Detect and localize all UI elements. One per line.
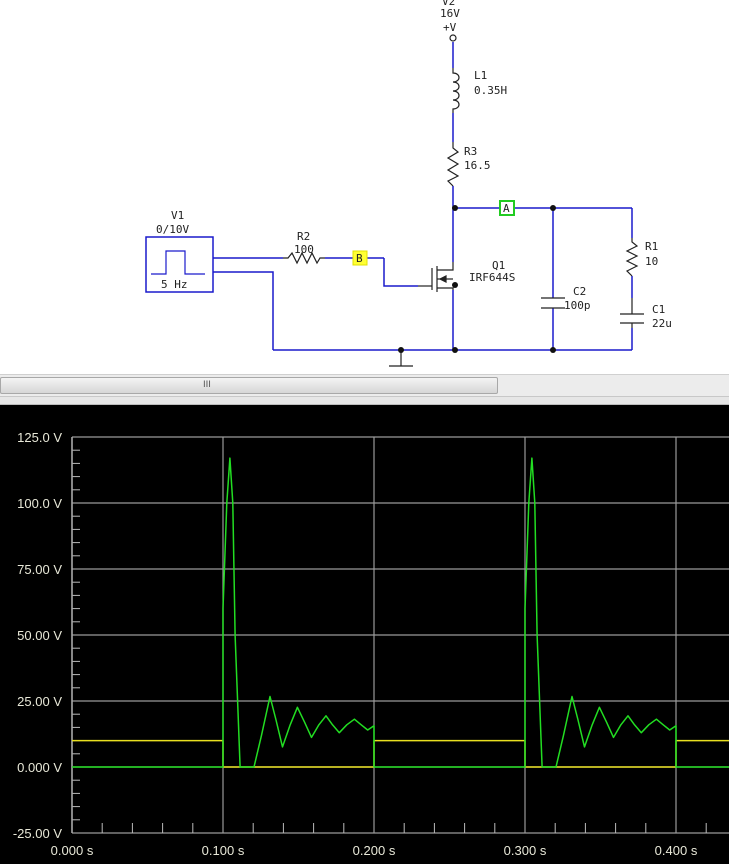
waveform-chart: 125.0 V 100.0 V 75.00 V 50.00 V 25.00 V 0.000… xyxy=(13,430,729,858)
x-tick-label: 0.400 s xyxy=(655,843,698,858)
pane-splitter[interactable] xyxy=(0,396,729,405)
scrollbar-thumb[interactable]: III xyxy=(0,377,498,394)
scrollbar-grip: III xyxy=(203,380,211,390)
y-tick-label: -25.00 V xyxy=(13,826,62,841)
c1-name: C1 xyxy=(652,303,665,316)
y-tick-label: 0.000 V xyxy=(17,760,62,775)
resistor-r1-icon[interactable] xyxy=(625,238,639,277)
q1-name: Q1 xyxy=(492,259,505,272)
c1-value: 22u xyxy=(652,317,672,330)
probe-b-label: B xyxy=(356,252,363,265)
r1-value: 10 xyxy=(645,255,658,268)
v2-name: V2 xyxy=(442,0,455,8)
capacitor-c2-icon[interactable] xyxy=(541,297,565,309)
r2-name: R2 xyxy=(297,230,310,243)
pulse-waveform-icon xyxy=(151,250,205,275)
probe-a-label: A xyxy=(503,202,510,215)
l1-name: L1 xyxy=(474,69,487,82)
resistor-r2-icon[interactable] xyxy=(283,251,325,265)
y-tick-label: 75.00 V xyxy=(17,562,62,577)
inductor-l1-icon[interactable] xyxy=(452,68,460,113)
x-tick-label: 0.000 s xyxy=(51,843,94,858)
v1-value: 0/10V xyxy=(156,223,189,236)
y-tick-label: 125.0 V xyxy=(17,430,62,445)
schematic-canvas[interactable]: A B V2 16V +V L1 0.35H R3 16.5 R1 10 C1 … xyxy=(0,0,729,373)
c2-value: 100p xyxy=(564,299,591,312)
resistor-r3-icon[interactable] xyxy=(446,142,460,187)
r1-name: R1 xyxy=(645,240,658,253)
horizontal-scrollbar[interactable]: III xyxy=(0,374,729,397)
v1-name: V1 xyxy=(171,209,184,222)
v2-terminal-icon[interactable] xyxy=(449,34,457,42)
circuit-diagram: A B V2 16V +V L1 0.35H R3 16.5 R1 10 C1 … xyxy=(145,0,672,367)
trace-b xyxy=(72,739,729,768)
x-tick-label: 0.200 s xyxy=(353,843,396,858)
components xyxy=(151,34,644,367)
grapher-plot[interactable]: 125.0 V 100.0 V 75.00 V 50.00 V 25.00 V 0.000… xyxy=(0,405,729,864)
v1-frequency: 5 Hz xyxy=(161,278,188,291)
capacitor-c1-icon[interactable] xyxy=(620,298,644,328)
mosfet-q1-icon[interactable] xyxy=(418,262,454,292)
r3-value: 16.5 xyxy=(464,159,491,172)
trace-a xyxy=(72,457,729,768)
c2-name: C2 xyxy=(573,285,586,298)
y-tick-label: 25.00 V xyxy=(17,694,62,709)
probe-b-marker[interactable] xyxy=(352,250,368,266)
r2-value: 100 xyxy=(294,243,314,256)
v2-value: 16V xyxy=(440,7,460,20)
wires xyxy=(145,42,633,351)
q1-value: IRF644S xyxy=(469,271,515,284)
v2-terminal-label: +V xyxy=(443,21,457,34)
y-tick-label: 100.0 V xyxy=(17,496,62,511)
y-tick-label: 50.00 V xyxy=(17,628,62,643)
x-tick-label: 0.100 s xyxy=(202,843,245,858)
probe-a-marker[interactable] xyxy=(499,200,515,216)
r3-name: R3 xyxy=(464,145,477,158)
l1-value: 0.35H xyxy=(474,84,507,97)
x-tick-label: 0.300 s xyxy=(504,843,547,858)
junctions xyxy=(398,205,556,353)
